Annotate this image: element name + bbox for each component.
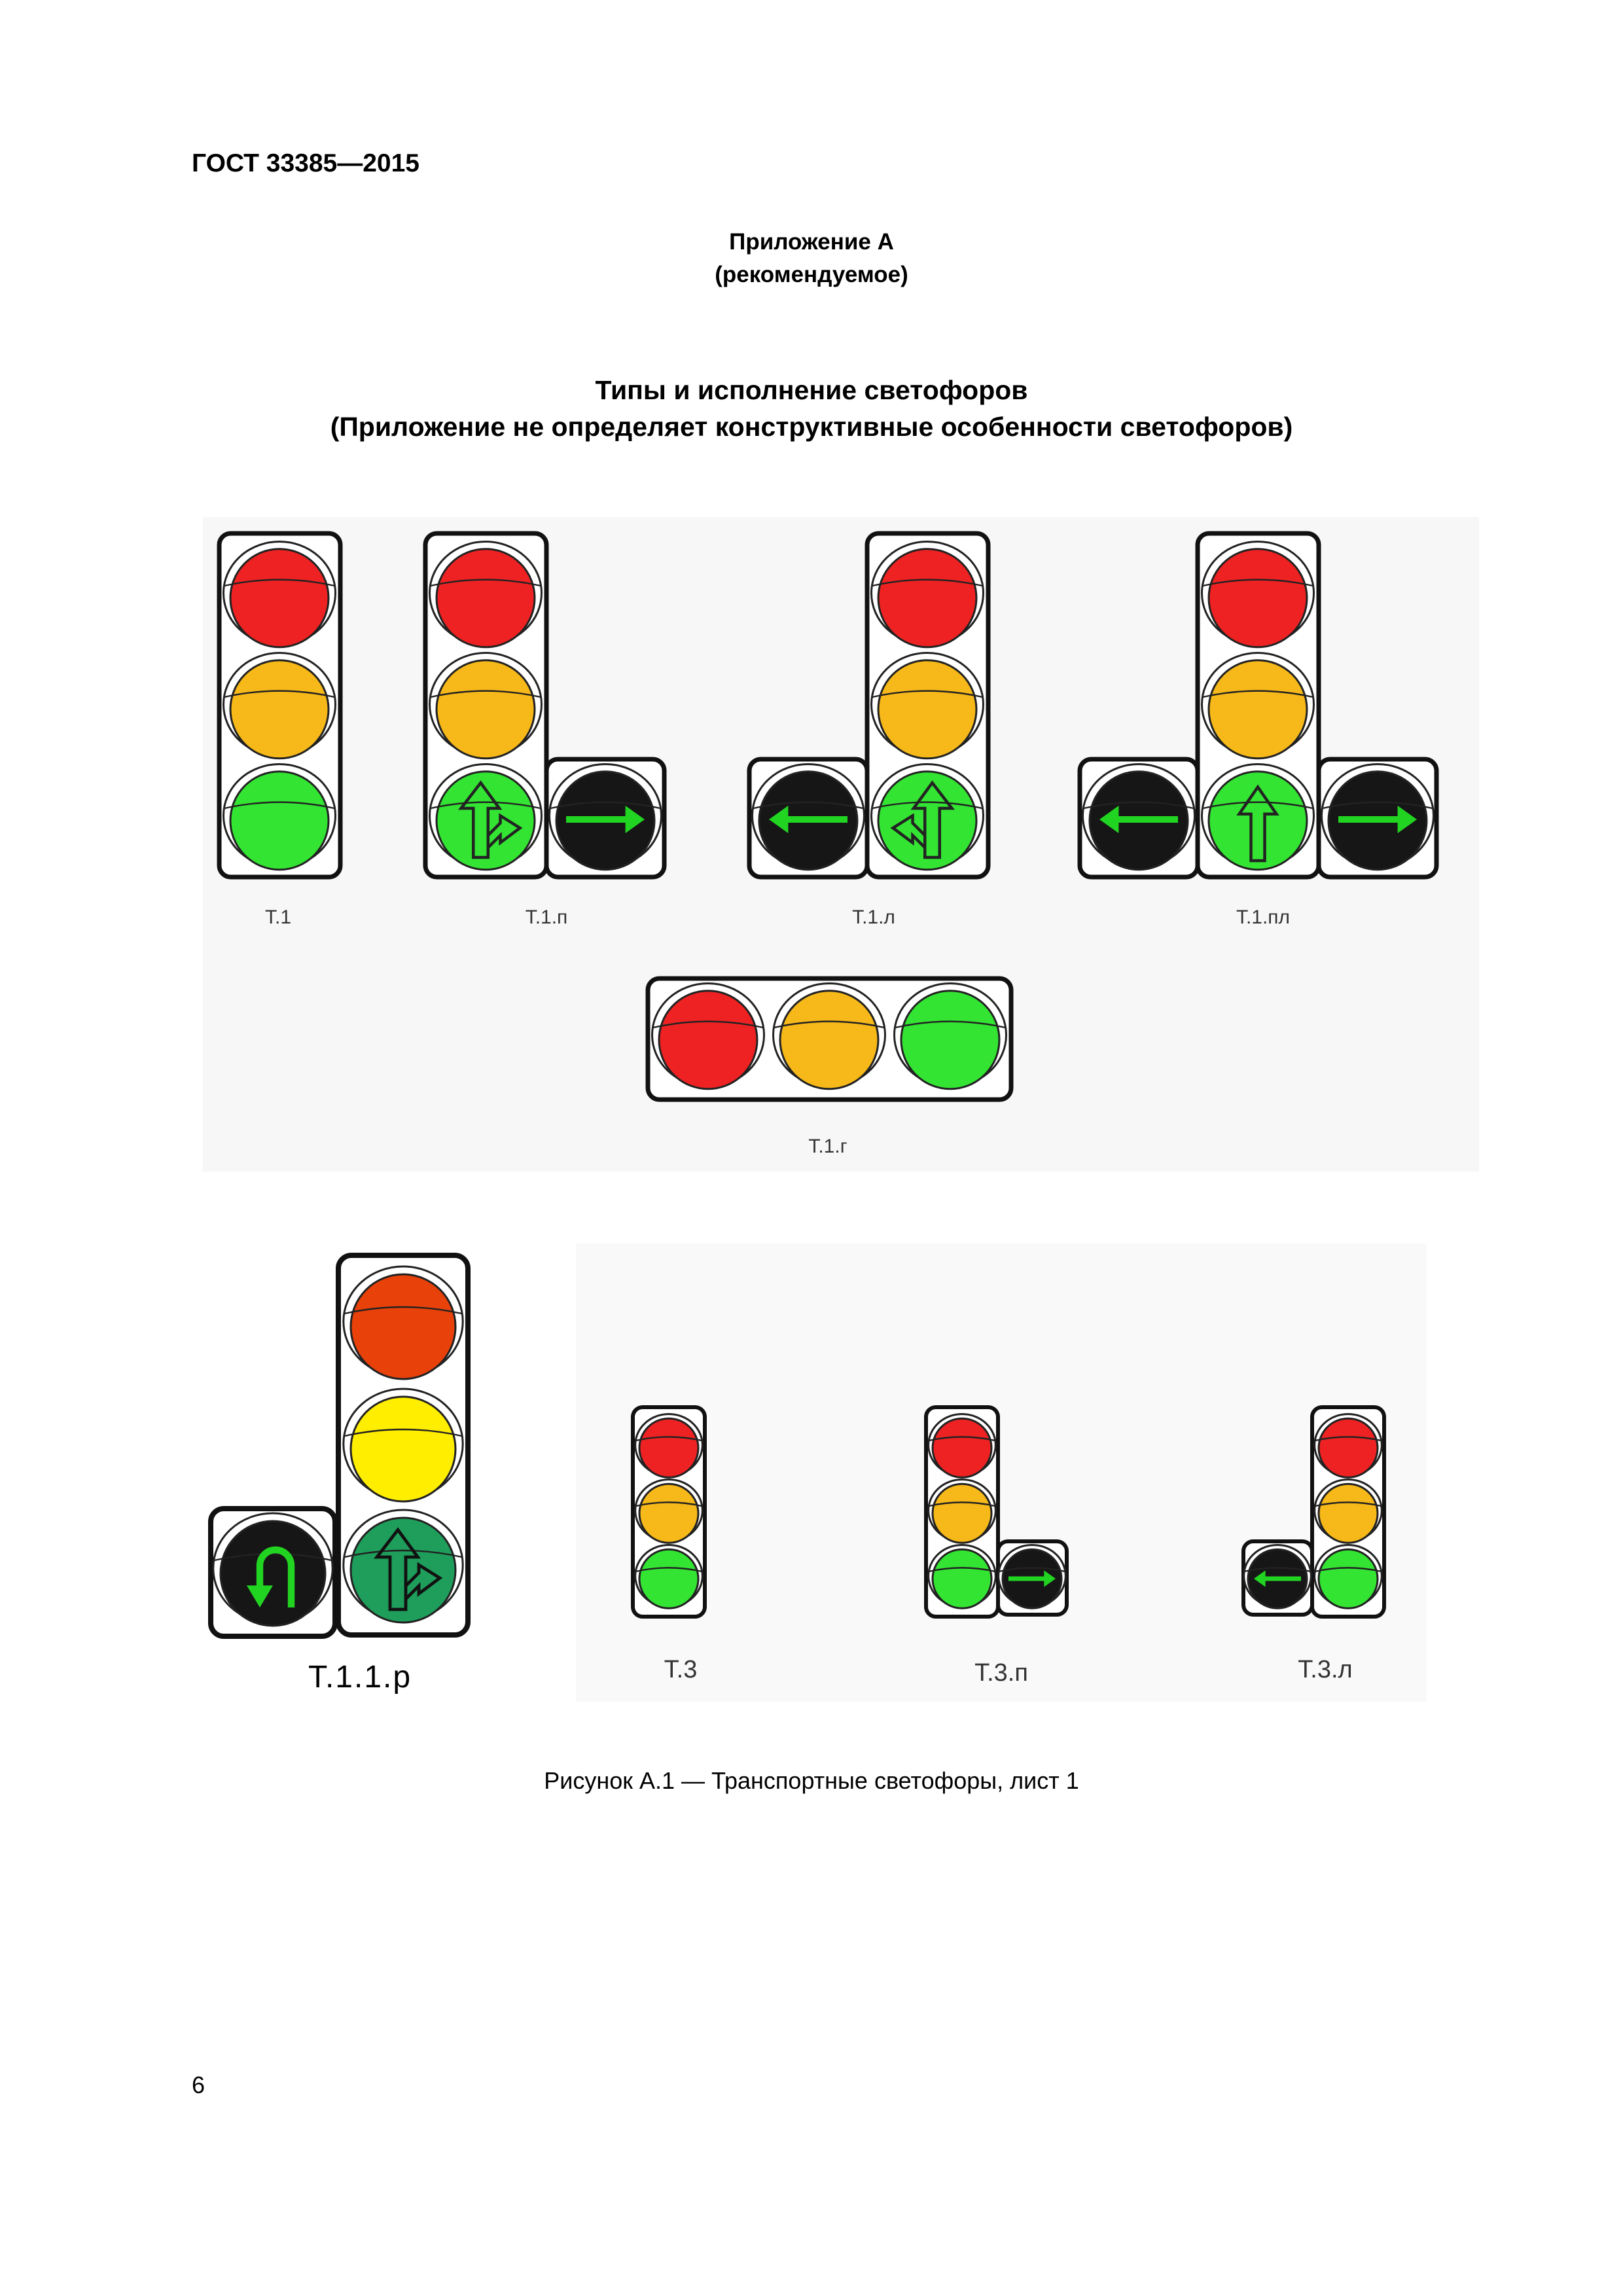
- lens-t3-red: [634, 1413, 704, 1479]
- lens-t11r-red: [342, 1265, 464, 1380]
- label-t1pl: Т.1.пл: [1236, 906, 1291, 928]
- section-title-line1: Типы и исполнение светофоров: [595, 375, 1028, 405]
- arrow-t11r-straight-right: [374, 1527, 443, 1611]
- arrow-t1pl-up: [1236, 784, 1279, 863]
- lens-t3l-yellow: [1313, 1479, 1383, 1544]
- lens-t1l-yellow: [870, 652, 984, 760]
- appendix-status: (рекомендуемое): [715, 262, 908, 287]
- label-t1g: Т.1.г: [808, 1136, 847, 1157]
- arrow-t3l-left: [1254, 1570, 1301, 1587]
- lens-t1-red: [223, 541, 336, 649]
- lens-t1g-red: [651, 982, 765, 1090]
- standard-number: ГОСТ 33385—2015: [192, 149, 419, 177]
- lens-t1pl-right: [1321, 763, 1435, 871]
- page-number: 6: [192, 2072, 205, 2098]
- lens-t11r-yellow: [342, 1388, 464, 1503]
- label-t3p: Т.3.п: [974, 1659, 1028, 1687]
- arrow-t11r-uturn: [247, 1546, 295, 1607]
- section-title-line2: (Приложение не определяет конструктивные…: [330, 412, 1293, 442]
- lens-t1p-green: [429, 763, 543, 871]
- lens-t1-yellow: [223, 652, 336, 760]
- lens-t11r-section: [212, 1512, 334, 1627]
- lens-t3-green: [634, 1544, 704, 1609]
- label-t1p: Т.1.п: [525, 906, 568, 928]
- label-t1: Т.1: [264, 906, 292, 928]
- label-t11r: Т.1.1.р: [308, 1660, 412, 1695]
- lens-t1l-green: [870, 763, 984, 871]
- lens-t1l-red: [870, 541, 984, 649]
- lens-t1p-yellow: [429, 652, 543, 760]
- lens-t3p-red: [927, 1413, 997, 1479]
- figure-caption: Рисунок А.1 — Транспортные светофоры, ли…: [544, 1767, 1079, 1794]
- label-t3l: Т.3.л: [1298, 1656, 1353, 1683]
- arrow-t1p-right: [566, 806, 645, 833]
- lens-t1p-red: [429, 541, 543, 649]
- lens-t1g-yellow: [772, 982, 886, 1090]
- lens-t1g-green: [893, 982, 1007, 1090]
- lens-t11r-green: [342, 1509, 464, 1624]
- lens-t1-green: [223, 763, 336, 871]
- arrow-t3p-right: [1008, 1570, 1056, 1587]
- lens-t3p-green: [927, 1544, 997, 1609]
- lens-t3p-yellow: [927, 1479, 997, 1544]
- lens-t1pl-red: [1201, 541, 1315, 649]
- lens-t3l-red: [1313, 1413, 1383, 1479]
- arrow-t1p-straight-right: [457, 780, 523, 859]
- arrow-t1pl-right: [1338, 806, 1417, 833]
- lens-t1pl-yellow: [1201, 652, 1315, 760]
- lens-t3l-green: [1313, 1544, 1383, 1609]
- lens-t3-yellow: [634, 1479, 704, 1544]
- appendix-title: Приложение А: [729, 229, 894, 255]
- label-t3: Т.3: [664, 1656, 698, 1683]
- arrow-t1l-left: [769, 806, 847, 833]
- label-t1l: Т.1.л: [852, 906, 895, 928]
- lens-t1pl-green: [1201, 763, 1315, 871]
- appendix-heading: Приложение А (рекомендуемое): [0, 226, 1623, 291]
- figure-backdrop-bottom: [576, 1244, 1427, 1702]
- traffic-lights-figure: [208, 531, 1439, 1702]
- section-title: Типы и исполнение светофоров (Приложение…: [0, 372, 1623, 445]
- arrow-t1pl-left: [1099, 806, 1178, 833]
- arrow-t1l-straight-left: [890, 780, 955, 859]
